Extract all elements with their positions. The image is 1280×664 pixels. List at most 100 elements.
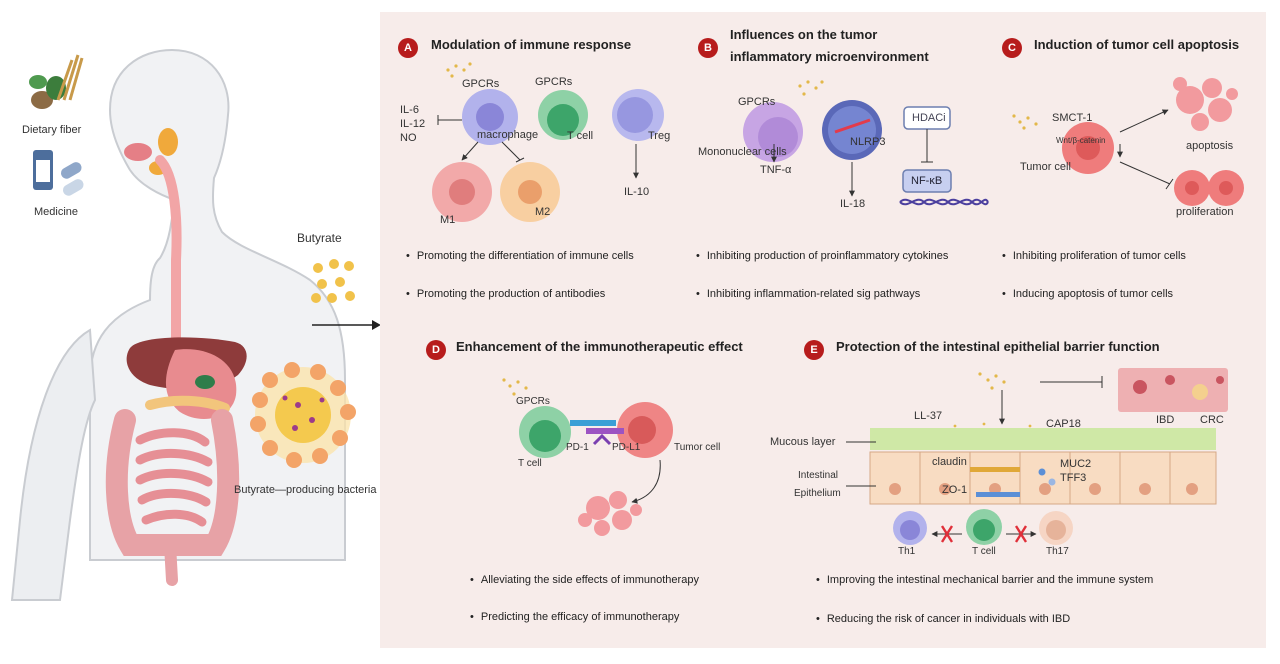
label-mononuclear: Mononuclear cells bbox=[698, 146, 787, 158]
nfkb-box bbox=[902, 169, 952, 193]
tumor-cell-nucleus bbox=[1076, 136, 1100, 160]
th17-nucleus bbox=[1046, 520, 1066, 540]
butyrate-dots-b bbox=[798, 80, 824, 96]
label-tcell-d: T cell bbox=[518, 458, 542, 469]
mechanisms-panel: A Modulation of immune response GPCRs GP… bbox=[380, 12, 1266, 648]
label-th1: Th1 bbox=[898, 546, 916, 557]
bullet-a-1: Promoting the differentiation of immune … bbox=[406, 250, 634, 262]
label-mucous: Mucous layer bbox=[770, 436, 836, 448]
medicine-label: Medicine bbox=[34, 206, 79, 218]
inhibit-line-c bbox=[1119, 161, 1171, 185]
label-epithelium-2: Epithelium bbox=[794, 488, 841, 499]
bacteria-cluster bbox=[250, 362, 356, 468]
nlrp3-complex bbox=[834, 118, 871, 134]
label-treg: Treg bbox=[648, 130, 671, 142]
label-ll37: LL-37 bbox=[914, 410, 943, 422]
badge-e: E bbox=[804, 340, 824, 360]
butyrate-label: Butyrate bbox=[297, 231, 342, 245]
mouth-cavity bbox=[124, 143, 152, 161]
medicine-icon bbox=[33, 150, 84, 196]
muc2-dot bbox=[1038, 468, 1046, 476]
block-cross-th17 bbox=[1014, 525, 1028, 543]
label-tumor-c: Tumor cell bbox=[1020, 161, 1071, 173]
butyrate-arrow-head bbox=[372, 320, 380, 330]
bullet-c-2: Inducing apoptosis of tumor cells bbox=[1002, 288, 1173, 300]
label-gpcrs-a1: GPCRs bbox=[462, 78, 500, 90]
label-zo1: ZO-1 bbox=[942, 484, 968, 496]
label-il6: IL-6 bbox=[400, 104, 419, 116]
label-gpcrs-d: GPCRs bbox=[516, 396, 550, 407]
label-hdaci: HDACi bbox=[912, 112, 946, 124]
section-e-title: Protection of the intestinal epithelial … bbox=[836, 339, 1160, 354]
label-il18: IL-18 bbox=[840, 198, 866, 210]
label-tff3: TFF3 bbox=[1060, 472, 1087, 484]
label-muc2: MUC2 bbox=[1060, 458, 1092, 470]
human-digestive-illustration bbox=[10, 48, 380, 601]
label-tcell-a: T cell bbox=[567, 130, 594, 142]
block-cross-th1 bbox=[940, 525, 954, 543]
label-m1: M1 bbox=[440, 214, 456, 226]
bullet-d-2: Predicting the efficacy of immunotherapy bbox=[470, 611, 680, 623]
tumor-cell-d-nucleus bbox=[628, 416, 656, 444]
section-a-title: Modulation of immune response bbox=[431, 37, 632, 52]
arm-silhouette bbox=[10, 328, 97, 601]
section-d-title: Enhancement of the immunotherapeutic eff… bbox=[456, 339, 743, 354]
badge-d: D bbox=[426, 340, 446, 360]
bullet-e-2: Reducing the risk of cancer in individua… bbox=[816, 613, 1070, 625]
label-gpcrs-b: GPCRs bbox=[738, 96, 776, 108]
treg-nucleus bbox=[617, 97, 653, 133]
section-c-title: Induction of tumor cell apoptosis bbox=[1034, 37, 1240, 52]
small-intestine bbox=[135, 428, 213, 527]
label-macrophage: macrophage bbox=[477, 129, 539, 141]
label-pdl1: PD-L1 bbox=[612, 442, 641, 453]
nlrp3-inner bbox=[828, 106, 876, 154]
pancreas bbox=[145, 395, 230, 413]
intestinal-epithelium bbox=[869, 451, 1217, 505]
label-pd1: PD-1 bbox=[566, 442, 589, 453]
butyrate-dots-c bbox=[1012, 114, 1038, 130]
arrow-to-m2 bbox=[501, 141, 521, 161]
th1-nucleus bbox=[900, 520, 920, 540]
t-cell-d-nucleus bbox=[529, 420, 561, 452]
rectum bbox=[164, 539, 178, 586]
m1-nucleus bbox=[449, 179, 475, 205]
butyrate-dots-a bbox=[446, 62, 472, 78]
label-nlrp3: NLRP3 bbox=[850, 136, 886, 148]
proliferating-cells bbox=[1174, 170, 1244, 206]
arrow-to-apoptosis bbox=[1119, 109, 1169, 133]
label-gpcrs-a2: GPCRs bbox=[535, 76, 573, 88]
t-cell-e-nucleus bbox=[973, 519, 995, 541]
butyrate-dots-e bbox=[953, 372, 1032, 428]
label-il12: IL-12 bbox=[400, 118, 426, 130]
label-m2: M2 bbox=[535, 206, 551, 218]
zo1-junction bbox=[976, 492, 1020, 497]
bacteria-label: Butyrate—producing bacteria bbox=[234, 484, 377, 496]
dietary-fiber-icon bbox=[29, 54, 84, 109]
bullet-b-1: Inhibiting production of proinflammatory… bbox=[696, 250, 949, 262]
salivary-gland bbox=[158, 128, 178, 156]
label-wnt: Wnt/β-catenin bbox=[1056, 136, 1106, 145]
badge-a: A bbox=[398, 38, 418, 58]
bullet-c-1: Inhibiting proliferation of tumor cells bbox=[1002, 250, 1186, 262]
tff3-dot bbox=[1048, 478, 1056, 486]
bullet-d-1: Alleviating the side effects of immunoth… bbox=[470, 574, 699, 586]
badge-b: B bbox=[698, 38, 718, 58]
butyrate-molecules bbox=[311, 259, 355, 303]
butyrate-dots-d bbox=[502, 378, 528, 396]
label-claudin: claudin bbox=[932, 456, 967, 468]
label-ibd: IBD bbox=[1156, 414, 1175, 426]
label-crc: CRC bbox=[1200, 414, 1224, 426]
label-tumor-d: Tumor cell bbox=[674, 442, 721, 453]
ibd-crc-tissue bbox=[1118, 368, 1228, 412]
label-proliferation: proliferation bbox=[1176, 206, 1234, 218]
dna-helix bbox=[899, 198, 989, 206]
inhibit-bar-m2 bbox=[515, 157, 525, 163]
epithelial-nuclei bbox=[889, 483, 1198, 495]
dead-tumor-fragments bbox=[578, 491, 642, 536]
label-il10: IL-10 bbox=[624, 186, 650, 198]
pd1-receptor bbox=[570, 420, 616, 426]
section-b-title-line1: Influences on the tumor bbox=[730, 27, 878, 42]
macrophage-nucleus bbox=[476, 103, 504, 131]
m2-nucleus bbox=[518, 180, 542, 204]
esophagus bbox=[155, 155, 182, 355]
